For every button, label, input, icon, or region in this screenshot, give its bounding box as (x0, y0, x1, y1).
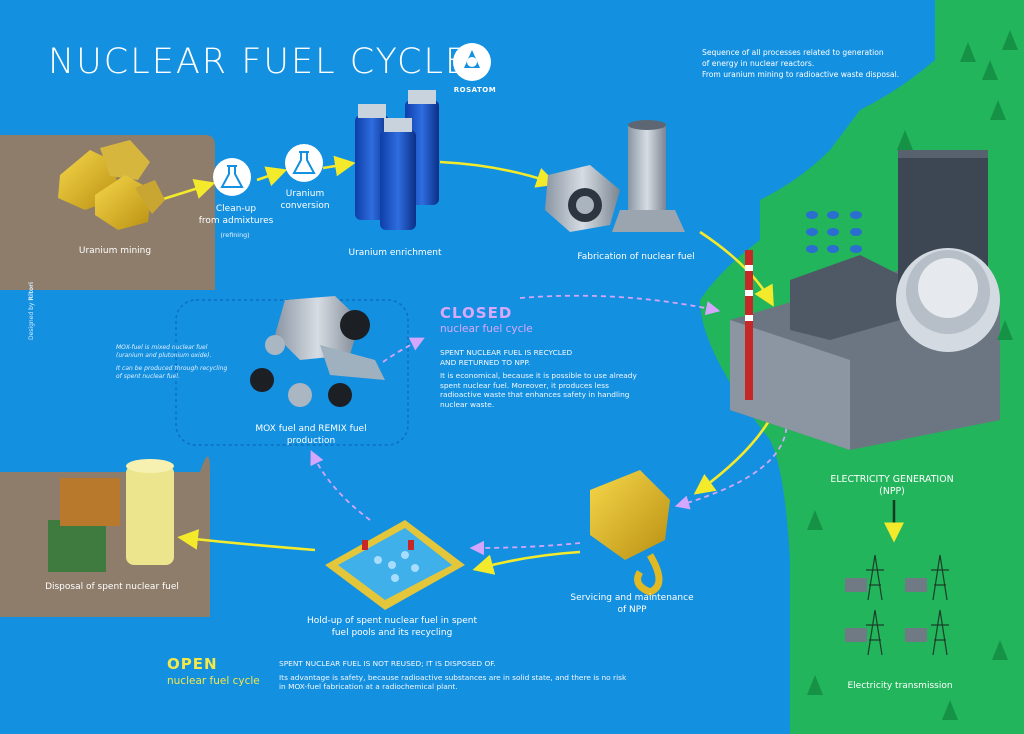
label-line: fuel pools and its recycling (331, 628, 453, 638)
label-enrichment: Uranium enrichment (348, 248, 442, 258)
power-pylon-icon (866, 554, 949, 656)
spent-fuel-pool-illustration (325, 520, 465, 610)
note-line: (uranium and plutonium oxide). (116, 352, 212, 359)
label-uranium-mining: Uranium mining (78, 246, 152, 256)
description-line: From uranium mining to radioactive waste… (702, 70, 900, 79)
body-line: It is economical, because it is possible… (440, 371, 637, 381)
label-cleanup: Clean-up from admixtures (196, 203, 276, 227)
label-line: Uranium (285, 189, 325, 199)
label-line: ELECTRICITY GENERATION (830, 474, 954, 485)
label-disposal: Disposal of spent nuclear fuel (45, 582, 179, 592)
body-line: nuclear waste. (440, 399, 495, 409)
label-line: of NPP (617, 605, 647, 615)
logo-text: ROSATOM (453, 86, 497, 94)
rosatom-logo-icon (453, 43, 491, 81)
header-description: Sequence of all processes related to gen… (702, 47, 932, 80)
credit-prefix: Designed by (28, 302, 35, 340)
mox-note: MOX-fuel is mixed nuclear fuel (uranium … (116, 344, 256, 381)
page-title: NUCLEAR FUEL CYCLE (48, 42, 470, 82)
flask-icon (213, 158, 251, 196)
note-line: of spent nuclear fuel. (116, 373, 180, 380)
body-line: radioactive waste that enhances safety i… (440, 390, 630, 400)
mox-illustration (250, 296, 385, 407)
label-line: production (286, 436, 336, 446)
open-cycle-text: SPENT NUCLEAR FUEL IS NOT REUSED; IT IS … (279, 659, 699, 692)
body-line: spent nuclear fuel. Moreover, it produce… (440, 380, 609, 390)
fuel-fabrication-illustration (545, 120, 685, 232)
designer-credit: Designed by Ritori (28, 282, 35, 340)
label-holdup: Hold-up of spent nuclear fuel in spent f… (294, 615, 490, 639)
label-electricity-generation: ELECTRICITY GENERATION (NPP) (812, 474, 972, 498)
tree-icon (807, 30, 1018, 720)
open-cycle-heading: OPEN (167, 655, 218, 673)
statement-line: AND RETURNED TO NPP. (440, 357, 531, 367)
closed-cycle-heading: CLOSED (440, 304, 513, 322)
closed-cycle-subheading: nuclear fuel cycle (440, 323, 533, 335)
credit-name: Ritori (28, 281, 35, 301)
label-cleanup-note: (refining) (220, 231, 250, 239)
closed-cycle-text: SPENT NUCLEAR FUEL IS RECYCLED AND RETUR… (440, 348, 670, 410)
description-line: Sequence of all processes related to gen… (702, 48, 884, 57)
label-conversion: Uranium conversion (272, 188, 338, 212)
body-line: in MOX-fuel fabrication at a radiochemic… (279, 682, 458, 692)
label-mox: MOX fuel and REMIX fuel production (255, 423, 367, 447)
label-line: Clean-up (215, 204, 257, 214)
body-line: Its advantage is safety, because radioac… (279, 672, 627, 682)
label-line: Hold-up of spent nuclear fuel in spent (306, 616, 478, 626)
label-servicing: Servicing and maintenance of NPP (562, 592, 702, 616)
description-line: of energy in nuclear reactors. (702, 59, 815, 68)
open-cycle-subheading: nuclear fuel cycle (167, 675, 260, 687)
substation-units (845, 578, 927, 642)
closed-cycle-arrows (310, 294, 788, 556)
npp-illustration (730, 150, 1000, 450)
label-line: Servicing and maintenance (570, 593, 694, 603)
label-electricity-transmission: Electricity transmission (847, 681, 953, 691)
maintenance-hook-illustration (590, 470, 670, 596)
disposal-containers-illustration (48, 459, 174, 572)
statement-line: SPENT NUCLEAR FUEL IS RECYCLED (440, 348, 573, 357)
note-line: MOX-fuel is mixed nuclear fuel (116, 344, 208, 351)
label-line: conversion (280, 201, 330, 211)
centrifuge-illustration (355, 90, 439, 230)
label-line: (NPP) (879, 486, 905, 497)
label-line: from admixtures (198, 216, 274, 226)
label-line: MOX fuel and REMIX fuel (255, 424, 367, 434)
label-fabrication: Fabrication of nuclear fuel (577, 252, 695, 262)
statement-line: SPENT NUCLEAR FUEL IS NOT REUSED; IT IS … (279, 659, 496, 668)
note-line: It can be produced through recycling (116, 365, 228, 372)
uranium-ore-illustration (58, 140, 165, 230)
flask-icon (285, 144, 323, 182)
